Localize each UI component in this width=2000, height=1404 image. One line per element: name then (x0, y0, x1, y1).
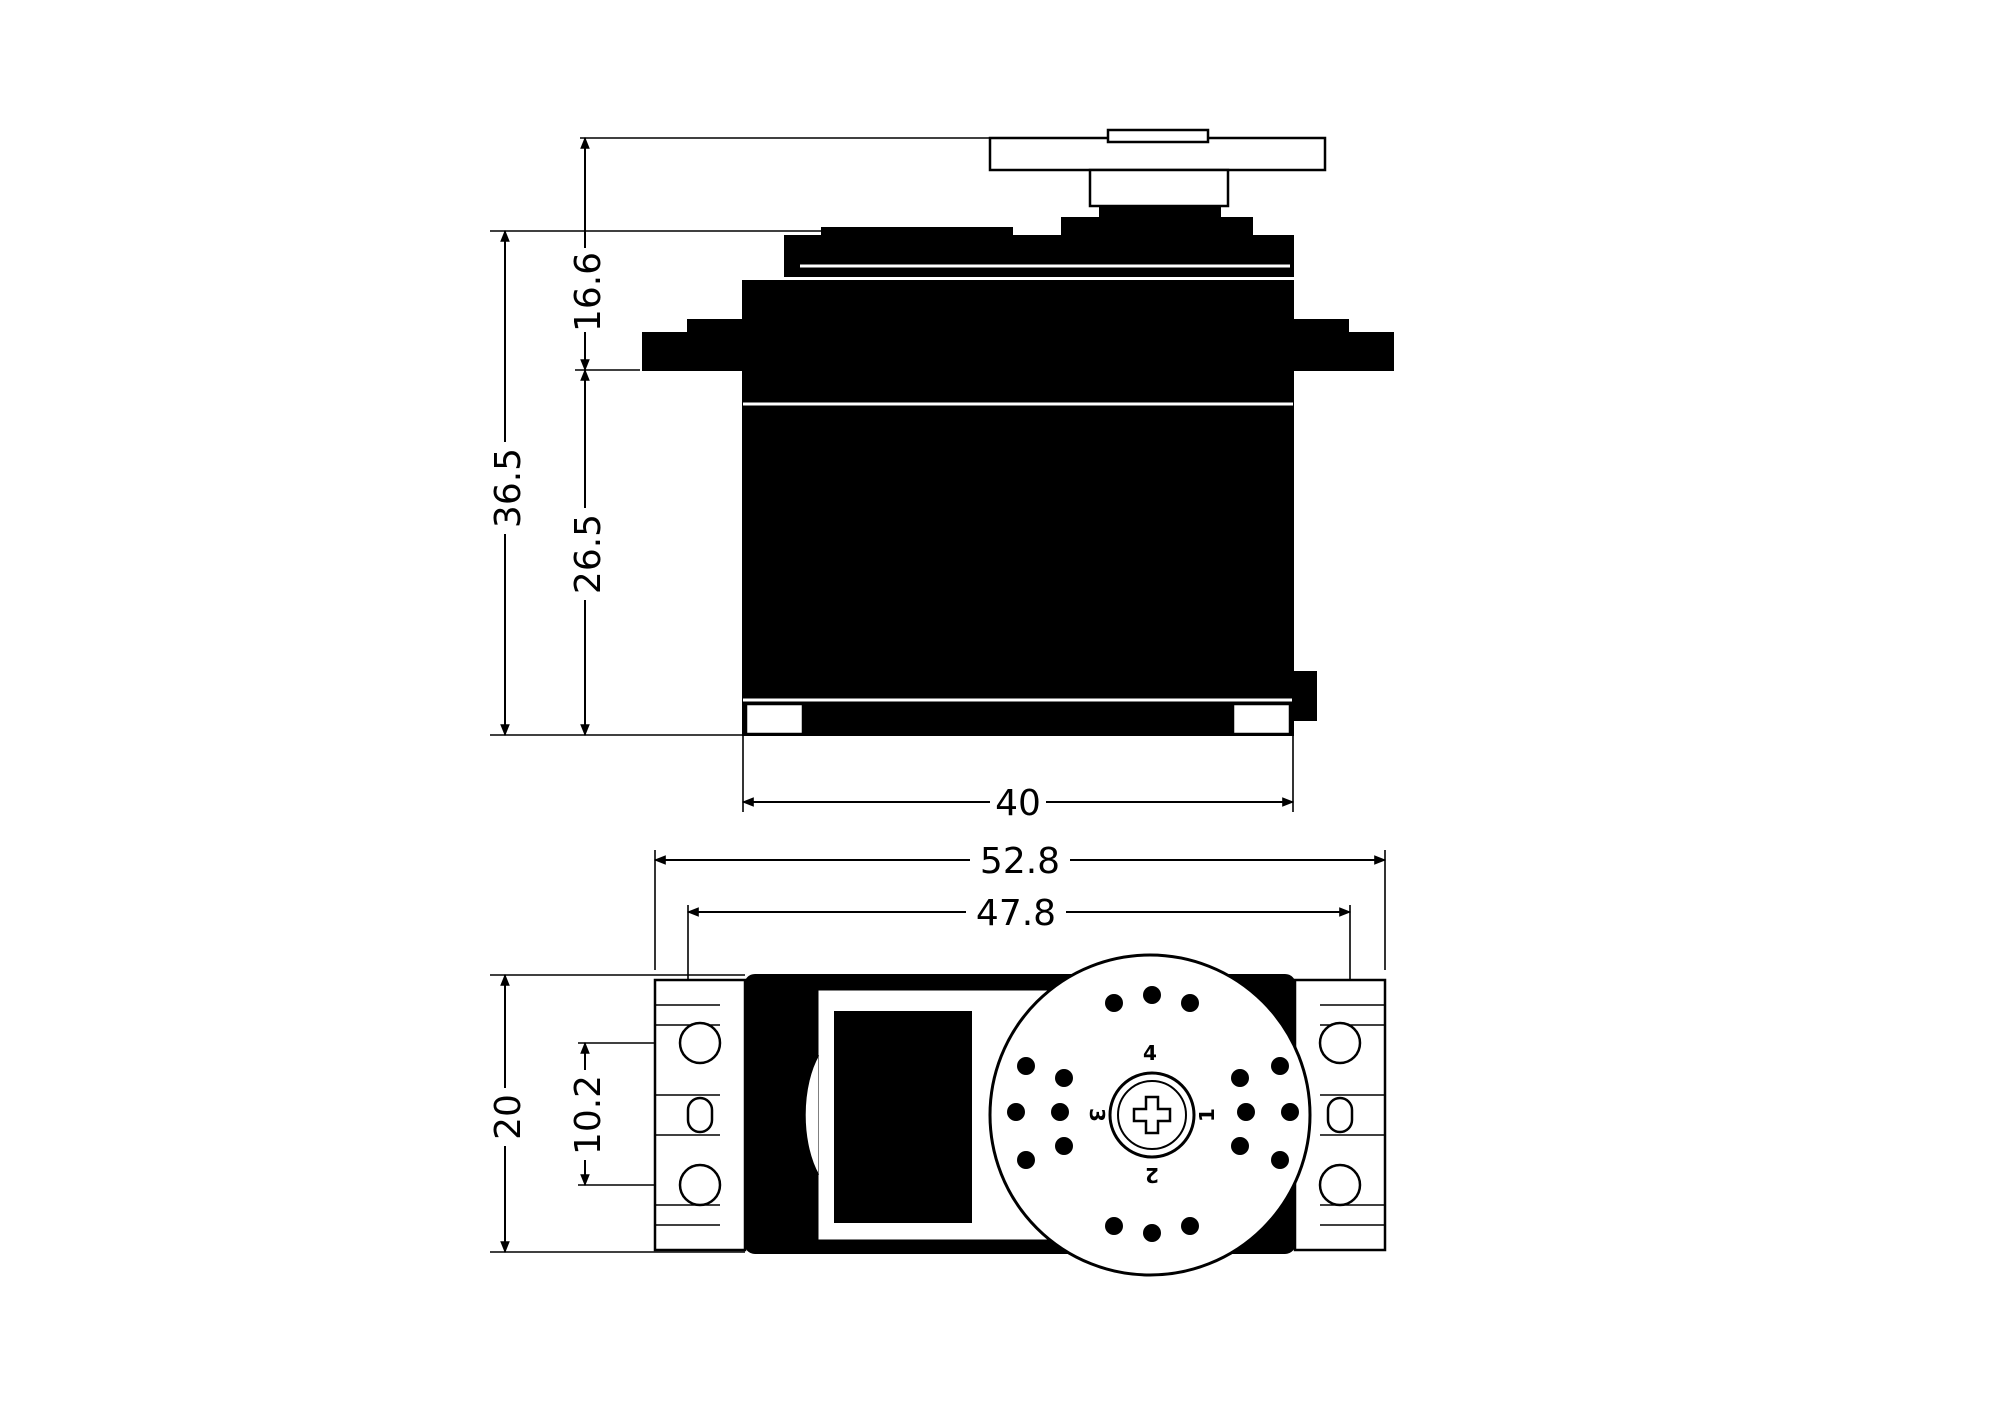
top-view: 4 3 1 2 52.8 47.8 20 10.2 (478, 840, 1387, 1277)
top-cover-step (784, 235, 1294, 277)
screw-head (1132, 1095, 1172, 1135)
dim-label-top-height: 16.6 (568, 252, 609, 332)
mount-ear-right-top (1292, 319, 1349, 335)
mount-ear-left-top (687, 319, 744, 335)
mount-ear-left (642, 332, 746, 371)
dim-label-body-width: 20 (488, 1094, 529, 1140)
servo-horn: 4 3 1 2 (988, 953, 1312, 1277)
gear-cover-window (834, 1011, 972, 1223)
horn-label-4: 4 (1143, 1041, 1157, 1065)
shaft-flange (1061, 217, 1253, 237)
horn-label-3: 3 (1085, 1108, 1109, 1122)
mount-ear-right (1290, 332, 1394, 371)
foot-right (1231, 702, 1292, 736)
dim-label-overall-length: 52.8 (980, 841, 1060, 882)
dim-label-body-height: 26.5 (568, 514, 609, 594)
dim-label-width: 40 (995, 783, 1041, 824)
side-view: 36.5 16.6 26.5 40 (478, 128, 1394, 824)
servo-body (742, 280, 1294, 736)
horn-label-1: 1 (1195, 1108, 1219, 1122)
dim-label-hole-pitch: 10.2 (568, 1075, 609, 1155)
horn-cap (1106, 128, 1210, 144)
cable-exit (1292, 671, 1317, 721)
mount-ear-left-top (653, 978, 747, 1252)
output-shaft (1088, 168, 1230, 208)
horn-label-2: 2 (1145, 1163, 1159, 1187)
dim-label-hole-spacing: 47.8 (976, 893, 1056, 934)
cover-bump (803, 1054, 820, 1176)
foot-left (744, 702, 805, 736)
dim-label-total-height: 36.5 (488, 448, 529, 528)
top-cover-block (821, 227, 1013, 241)
